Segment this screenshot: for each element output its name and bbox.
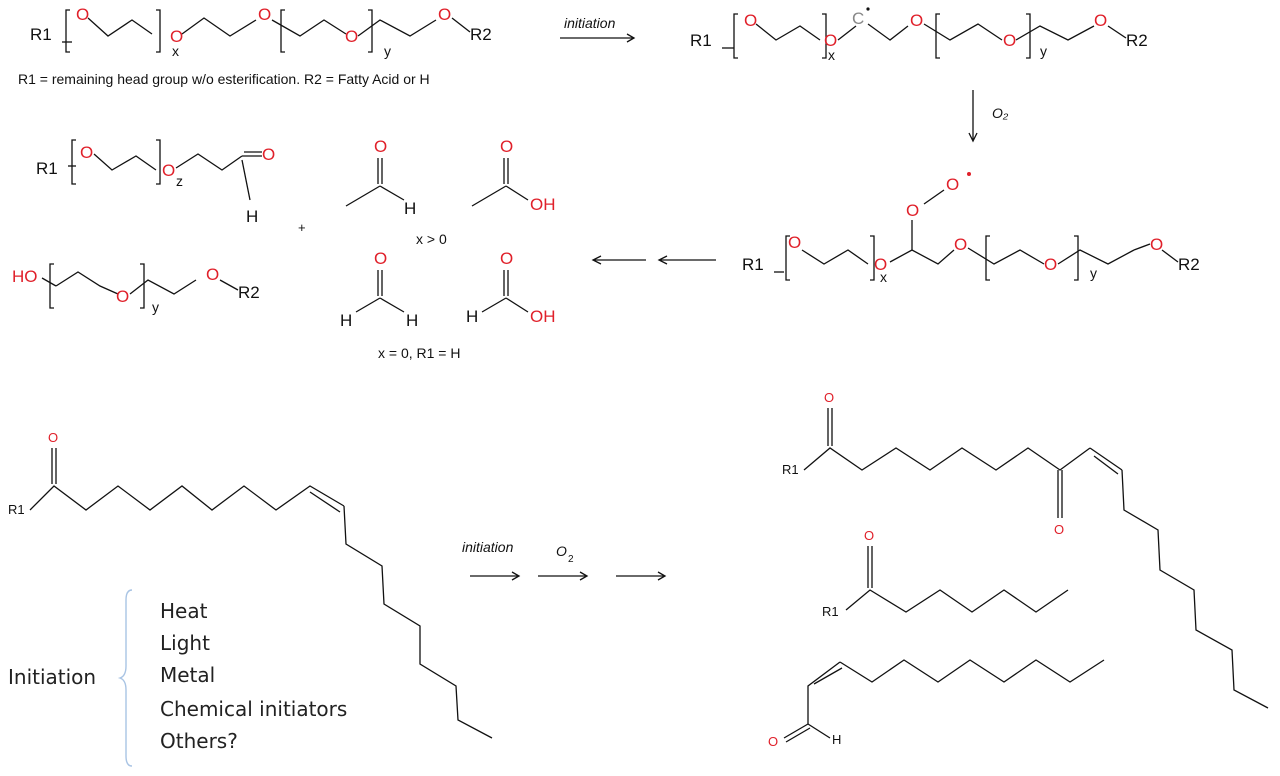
svg-text:y: y — [1040, 43, 1047, 59]
svg-text:R2: R2 — [238, 283, 260, 302]
svg-text:O: O — [946, 175, 959, 194]
svg-text:O: O — [910, 11, 923, 30]
acetic-acid: O OH — [471, 137, 556, 214]
radical-carbon: C — [852, 9, 864, 28]
radical-dot-red — [967, 172, 971, 176]
initiation-arrow-top: initiation — [560, 15, 636, 43]
svg-text:O: O — [258, 5, 271, 24]
bracket-close — [156, 9, 161, 53]
brace — [117, 589, 133, 767]
svg-text:O: O — [345, 27, 358, 46]
svg-text:O: O — [874, 255, 887, 274]
svg-text:H: H — [832, 732, 841, 747]
svg-text:R1: R1 — [742, 255, 764, 274]
svg-text:O: O — [1003, 31, 1016, 50]
svg-text:O: O — [438, 5, 451, 24]
peroxyl-radical-intermediate: O O R1 O O x O O y O R2 — [742, 172, 1200, 285]
svg-text:y: y — [1090, 265, 1097, 281]
svg-text:R1: R1 — [8, 502, 25, 517]
svg-text:H: H — [340, 311, 352, 330]
svg-text:O: O — [80, 143, 93, 162]
svg-text:initiation: initiation — [462, 539, 514, 555]
svg-text:O: O — [262, 145, 275, 164]
svg-text:O: O — [824, 31, 837, 50]
svg-text:H: H — [404, 199, 416, 218]
svg-text:O: O — [1054, 522, 1064, 537]
svg-text:Light: Light — [160, 631, 210, 655]
svg-text:R1: R1 — [690, 31, 712, 50]
x-gt-0-condition: x > 0 — [416, 231, 447, 247]
oleate-ester-reactant: O R1 — [8, 430, 493, 739]
svg-text:O₂: O₂ — [992, 105, 1009, 121]
svg-text:Metal: Metal — [160, 663, 215, 687]
svg-text:Heat: Heat — [160, 599, 208, 623]
svg-text:R1: R1 — [36, 159, 58, 178]
svg-text:y: y — [384, 43, 391, 59]
svg-text:OH: OH — [530, 307, 556, 326]
svg-text:H: H — [246, 207, 258, 226]
oxygen-addition-arrow: O₂ — [968, 90, 1009, 143]
svg-text:x: x — [828, 47, 835, 63]
svg-text:O: O — [824, 390, 834, 405]
svg-text:H: H — [466, 307, 478, 326]
svg-text:O: O — [1044, 255, 1057, 274]
svg-text:O: O — [1094, 11, 1107, 30]
r1-label: R1 — [30, 25, 52, 44]
svg-text:R1: R1 — [822, 604, 839, 619]
short-keto-ester-product: O R1 — [822, 528, 1069, 619]
svg-text:x: x — [172, 43, 179, 59]
svg-text:O: O — [116, 287, 129, 306]
formaldehyde: O H H — [340, 249, 418, 330]
hydroxy-peg-product: HO O y O R2 — [12, 263, 260, 315]
svg-text:2: 2 — [568, 554, 574, 565]
svg-text:R2: R2 — [470, 25, 492, 44]
svg-text:O: O — [48, 430, 58, 445]
svg-text:Initiation: Initiation — [8, 665, 96, 689]
plus-sign: + — [298, 220, 306, 235]
decomposition-arrows — [591, 255, 716, 265]
svg-text:O: O — [864, 528, 874, 543]
svg-text:R2: R2 — [1178, 255, 1200, 274]
radical-dot — [866, 7, 870, 11]
unsaturated-aldehyde-product: O H — [768, 659, 1105, 749]
svg-text:HO: HO — [12, 267, 38, 286]
svg-text:O: O — [744, 11, 757, 30]
svg-text:R2: R2 — [1126, 31, 1148, 50]
svg-text:O: O — [768, 734, 778, 749]
svg-text:x: x — [880, 269, 887, 285]
svg-text:y: y — [152, 299, 159, 315]
svg-text:O: O — [374, 137, 387, 156]
legend-text: R1 = remaining head group w/o esterifica… — [18, 71, 430, 87]
svg-text:O: O — [170, 27, 183, 46]
keto-ester-product: O R1 O — [782, 390, 1269, 709]
svg-text:O: O — [500, 137, 513, 156]
carbon-radical-product: R1 O O x C O O y O R2 — [690, 7, 1148, 63]
svg-text:O: O — [788, 233, 801, 252]
acetaldehyde: O H — [345, 137, 416, 218]
svg-text:Chemical initiators: Chemical initiators — [160, 697, 347, 721]
svg-text:H: H — [406, 311, 418, 330]
svg-text:initiation: initiation — [564, 15, 616, 31]
oxidation-arrows: initiation O 2 — [462, 539, 667, 581]
svg-text:O: O — [906, 201, 919, 220]
svg-text:Others?: Others? — [160, 729, 238, 753]
svg-text:O: O — [374, 249, 387, 268]
formic-acid: O H OH — [466, 249, 556, 326]
initiation-list: Initiation Heat Light Metal Chemical ini… — [8, 589, 347, 767]
peg-ester-reactant: R1 O O x O O y O R2 — [30, 5, 492, 59]
svg-text:O: O — [500, 249, 513, 268]
svg-text:OH: OH — [530, 195, 556, 214]
svg-text:O: O — [162, 161, 175, 180]
svg-text:O: O — [1150, 235, 1163, 254]
svg-text:O: O — [556, 543, 567, 559]
svg-text:O: O — [206, 265, 219, 284]
svg-text:R1: R1 — [782, 462, 799, 477]
peg-aldehyde-product: R1 O O z O H — [36, 139, 275, 226]
svg-text:O: O — [954, 235, 967, 254]
svg-text:O: O — [76, 5, 89, 24]
svg-text:z: z — [176, 173, 183, 189]
x-eq-0-condition: x = 0, R1 = H — [378, 345, 460, 361]
bracket-open — [65, 9, 70, 53]
